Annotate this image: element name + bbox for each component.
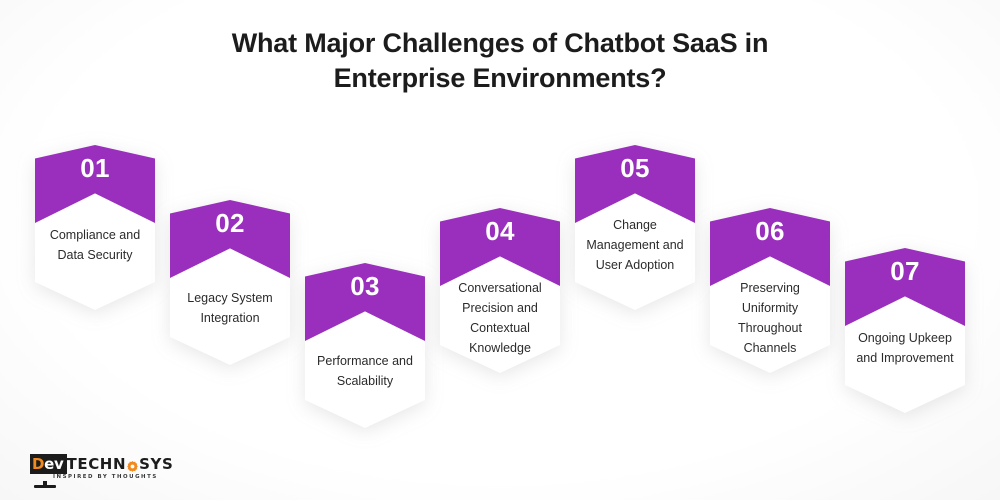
logo-tagline: INSPIRED BY THOUGHTS <box>53 474 158 480</box>
logo-dev-rest: ev <box>44 455 64 473</box>
hexagon-step-number: 03 <box>350 271 380 301</box>
logo-techno-text: TECHN <box>66 455 127 473</box>
gear-icon <box>127 459 138 472</box>
hexagon-step-number: 05 <box>620 153 650 183</box>
hexagon-step-label: Performance and Scalability <box>317 354 413 388</box>
hexagon-step-label: Conversational Precision and Contextual … <box>458 281 542 355</box>
hexagon-step-label: Preserving Uniformity Throughout Channel… <box>738 281 802 355</box>
hexagon-step-label: Change Management and User Adoption <box>586 218 684 272</box>
logo-dev-initial: D <box>32 455 45 473</box>
page-title: What Major Challenges of Chatbot SaaS in… <box>231 28 769 93</box>
hexagon-step-number: 01 <box>80 153 110 183</box>
hexagon-step-number: 04 <box>485 216 515 246</box>
hexagon-step-label: Compliance and Data Security <box>49 228 141 262</box>
monitor-stand-icon <box>34 481 56 488</box>
hexagon-step-label: Legacy System Integration <box>187 291 273 325</box>
hexagon-step-label: Ongoing Upkeep and Improvement <box>856 331 954 365</box>
hexagon-step-number: 02 <box>215 208 245 238</box>
logo-sys-text: SYS <box>139 455 174 473</box>
hexagon-step-number: 06 <box>755 216 785 246</box>
hexagon-step-number: 07 <box>890 256 920 286</box>
